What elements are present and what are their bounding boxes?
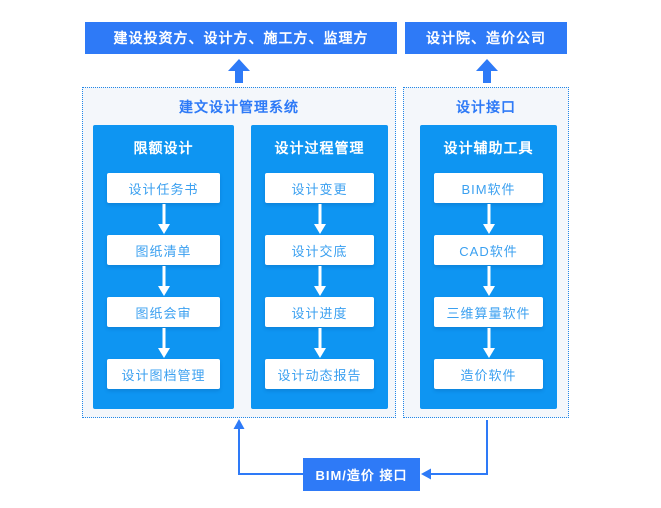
flow-node: CAD软件 [434, 235, 543, 265]
up-arrow-icon [476, 59, 498, 83]
flow-node: 设计动态报告 [265, 359, 374, 389]
column-design-process: 设计过程管理 设计变更 设计交底 设计进度 设计动态报告 [251, 125, 388, 409]
up-arrow-icon [228, 59, 250, 83]
flow-node: 设计变更 [265, 173, 374, 203]
container-title: 建文设计管理系统 [179, 99, 299, 115]
down-arrow-icon [251, 327, 388, 359]
flow-node: 造价软件 [434, 359, 543, 389]
down-arrow-icon [93, 265, 234, 297]
down-arrow-icon [93, 203, 234, 235]
flow-node: 设计进度 [265, 297, 374, 327]
design-institute-banner: 设计院、造价公司 [405, 22, 567, 54]
design-management-system-container: 建文设计管理系统 限额设计 设计任务书 图纸清单 图纸会审 设计图档管理 设计过… [82, 87, 396, 418]
down-arrow-icon [420, 265, 557, 297]
stakeholders-banner: 建设投资方、设计方、施工方、监理方 [85, 22, 397, 54]
flow-node: 三维算量软件 [434, 297, 543, 327]
down-arrow-icon [251, 265, 388, 297]
column-header: 设计过程管理 [274, 140, 365, 156]
down-arrow-icon [420, 327, 557, 359]
flow-node: 图纸会审 [107, 297, 220, 327]
column-quota-design: 限额设计 设计任务书 图纸清单 图纸会审 设计图档管理 [93, 125, 234, 409]
down-arrow-icon [420, 203, 557, 235]
flow-node: 设计任务书 [107, 173, 220, 203]
flow-node: 设计图档管理 [107, 359, 220, 389]
column-design-tools: 设计辅助工具 BIM软件 CAD软件 三维算量软件 造价软件 [420, 125, 557, 409]
container-title: 设计接口 [456, 99, 516, 115]
down-arrow-icon [93, 327, 234, 359]
column-header: 限额设计 [133, 140, 194, 156]
flow-node: BIM软件 [434, 173, 543, 203]
down-arrow-icon [251, 203, 388, 235]
bim-cost-interface-box: BIM/造价 接口 [303, 458, 420, 491]
column-header: 设计辅助工具 [443, 140, 534, 156]
flow-node: 图纸清单 [107, 235, 220, 265]
design-interface-container: 设计接口 设计辅助工具 BIM软件 CAD软件 三维算量软件 造价软件 [403, 87, 569, 418]
flow-node: 设计交底 [265, 235, 374, 265]
